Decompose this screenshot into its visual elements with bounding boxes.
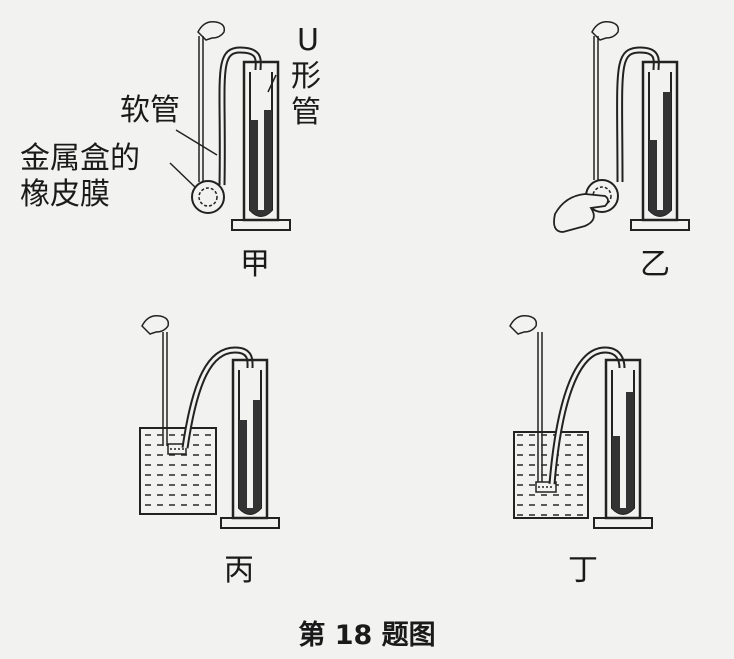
panel-ding-apparatus <box>509 314 653 529</box>
label-u-tube-line1: U <box>297 23 319 58</box>
label-membrane-line2: 橡皮膜 <box>20 177 110 212</box>
figure-caption: 第 18 题图 <box>298 620 436 651</box>
panel-bing-apparatus <box>139 314 280 529</box>
pointer-u-tube <box>267 74 277 93</box>
panel-yi-apparatus <box>553 20 690 233</box>
label-soft-tube: 软管 <box>120 93 180 128</box>
panel-label-yi: 乙 <box>640 247 670 282</box>
panel-label-jia: 甲 <box>240 247 270 282</box>
label-u-tube-line2: 形 <box>291 59 321 94</box>
panel-label-bing: 丙 <box>224 553 254 588</box>
panel-label-ding: 丁 <box>568 553 598 588</box>
label-membrane-line1: 金属盒的 <box>20 141 140 176</box>
panel-jia-apparatus <box>191 20 291 231</box>
label-u-tube-line3: 管 <box>291 95 321 130</box>
pointer-soft-tube <box>175 129 218 156</box>
pointer-membrane <box>169 162 197 189</box>
